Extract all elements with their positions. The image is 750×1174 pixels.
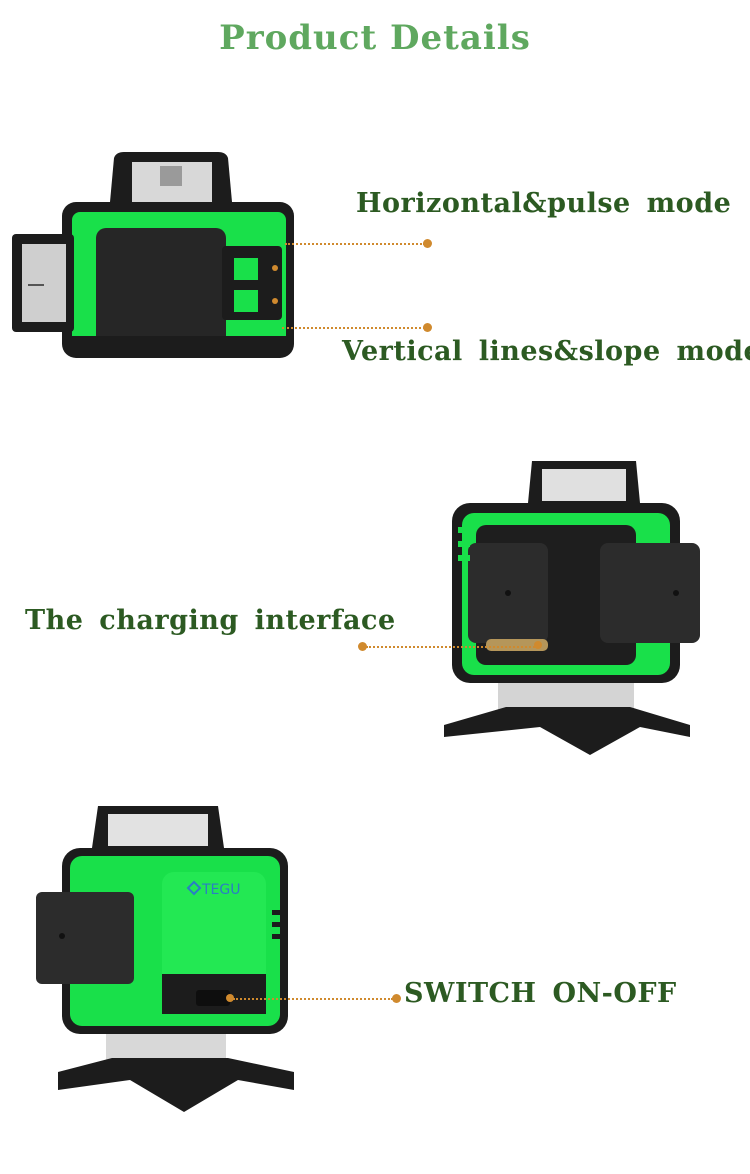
switch-leader-line — [233, 998, 393, 1000]
laser-level-switch-image: TEGU — [36, 806, 294, 1112]
page-title: Product Details — [219, 18, 531, 58]
vertical-leader-line — [282, 327, 425, 329]
charging-leader-line — [366, 646, 538, 648]
switch-leader-dot — [392, 994, 401, 1003]
charging-leader-dot — [358, 642, 367, 651]
vertical-leader-dot — [423, 323, 432, 332]
horizontal-pulse-mode-label: Horizontal&pulse mode — [356, 188, 732, 219]
charging-interface-label: The charging interface — [25, 605, 396, 636]
horizontal-leader-line — [285, 243, 425, 245]
laser-level-top-image — [12, 152, 294, 358]
vertical-slope-mode-label: Vertical lines&slope mode — [342, 336, 750, 367]
switch-on-off-label: SWITCH ON-OFF — [404, 978, 677, 1009]
tegu-logo-text: TEGU — [201, 882, 241, 898]
laser-level-charging-image — [444, 461, 700, 755]
horizontal-leader-dot — [423, 239, 432, 248]
